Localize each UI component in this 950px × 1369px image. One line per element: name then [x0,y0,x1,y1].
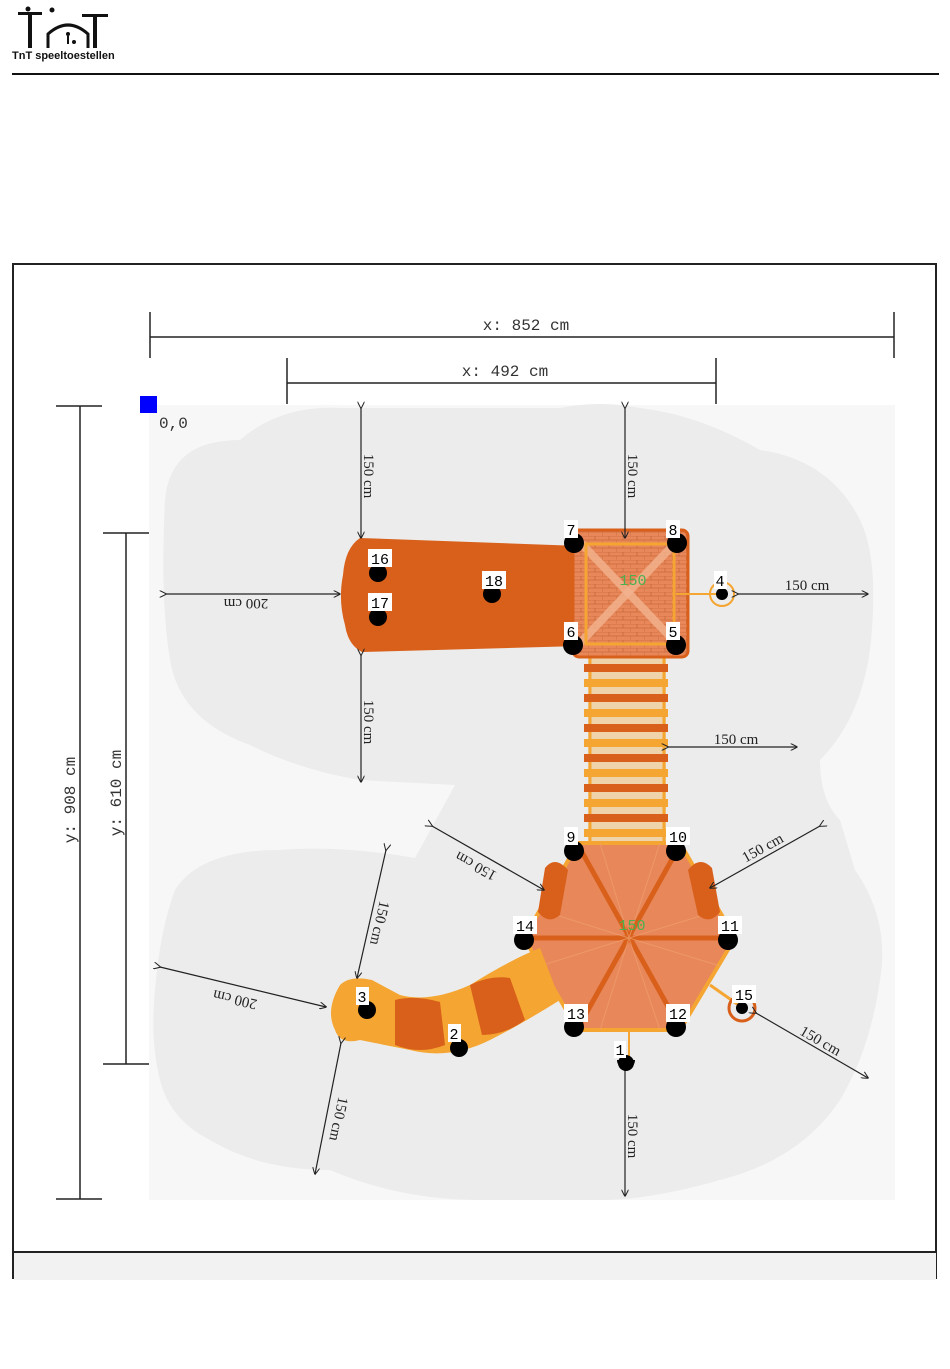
svg-text:15: 15 [735,988,753,1005]
clearance-label: 150 cm [624,454,640,499]
clearance-label: 150 cm [714,732,759,748]
origin-label: 0,0 [159,415,188,433]
svg-text:5: 5 [668,625,677,642]
top-platform-height: 150 [619,573,646,590]
origin-marker [140,396,157,413]
inner-x-label: x: 492 cm [462,363,548,381]
total-y-label: y: 908 cm [62,757,80,843]
svg-text:17: 17 [371,596,389,613]
svg-text:4: 4 [715,574,724,591]
svg-text:1: 1 [615,1043,624,1060]
svg-text:11: 11 [721,919,739,936]
clearance-label: 150 cm [785,578,830,594]
svg-text:8: 8 [668,523,677,540]
inner-y-label: y: 610 cm [108,750,126,836]
svg-text:2: 2 [449,1027,458,1044]
total-x-label: x: 852 cm [483,317,569,335]
svg-text:6: 6 [566,625,575,642]
clearance-label: 150 cm [360,700,376,745]
hex-platform-height: 150 [618,918,645,935]
svg-text:14: 14 [516,919,534,936]
clearance-label: 150 cm [360,454,376,499]
svg-text:16: 16 [371,552,389,569]
svg-text:10: 10 [669,830,687,847]
clearance-label: 200 cm [223,595,268,611]
svg-text:12: 12 [669,1007,687,1024]
svg-text:7: 7 [566,523,575,540]
rope-bridge [584,650,668,850]
svg-text:3: 3 [357,990,366,1007]
clearance-label: 150 cm [624,1114,640,1159]
svg-text:9: 9 [566,830,575,847]
svg-text:13: 13 [567,1007,585,1024]
svg-text:18: 18 [485,574,503,591]
